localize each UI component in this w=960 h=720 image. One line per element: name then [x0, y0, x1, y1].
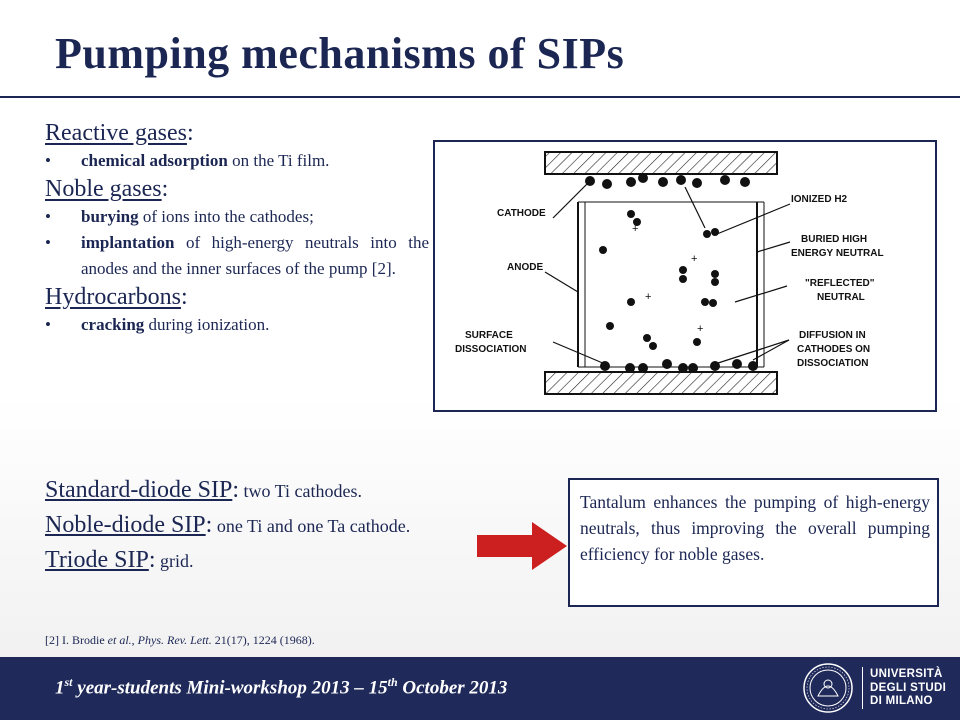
svg-text:+: +	[645, 291, 651, 303]
label-buried-1: BURIED HIGH	[801, 234, 867, 245]
arrow-right-icon	[477, 522, 567, 570]
sip-types: Standard-diode SIP: two Ti cathodes. Nob…	[45, 473, 473, 578]
list-item: chemical adsorption on the Ti film.	[45, 148, 429, 174]
footer-caption: 1st year-students Mini-workshop 2013 – 1…	[55, 675, 508, 699]
reference-citation: [2] I. Brodie et al., Phys. Rev. Lett. 2…	[45, 633, 315, 647]
label-dissociation: DISSOCIATION	[455, 344, 526, 355]
label-surface: SURFACE	[465, 330, 513, 341]
footer-bar: 1st year-students Mini-workshop 2013 – 1…	[0, 657, 960, 720]
section-heading-noble: Noble gases:	[45, 176, 169, 202]
gas-molecules	[585, 173, 758, 373]
list-item: implantation of high-energy neutrals int…	[45, 230, 429, 282]
section-heading-hydrocarbons: Hydrocarbons:	[45, 284, 188, 310]
charge-signs: + + + +	[632, 223, 703, 335]
label-reflected-2: NEUTRAL	[817, 292, 865, 303]
label-buried-2: ENERGY NEUTRAL	[791, 248, 884, 259]
svg-text:+: +	[697, 323, 703, 335]
noble-bullets: burying of ions into the cathodes; impla…	[45, 204, 429, 282]
sip-noble-diode: Noble-diode SIP: one Ti and one Ta catho…	[45, 512, 411, 538]
label-diffusion-1: DIFFUSION IN	[799, 330, 866, 341]
university-seal-icon	[803, 663, 853, 713]
pump-diagram-svg: + + + + CATHODE ANODE SURFACE DISSOCIATION…	[455, 151, 884, 395]
pump-diagram: + + + + CATHODE ANODE SURFACE DISSOCIATION…	[433, 140, 937, 412]
label-ionized: IONIZED H2	[791, 194, 848, 205]
slide-title: Pumping mechanisms of SIPs	[55, 29, 625, 78]
mechanisms-list: Reactive gases: chemical adsorption on t…	[45, 118, 429, 338]
svg-text:+: +	[691, 253, 697, 265]
label-reflected-1: "REFLECTED"	[805, 278, 875, 289]
list-item: burying of ions into the cathodes;	[45, 204, 429, 230]
label-diffusion-2: CATHODES ON	[797, 344, 870, 355]
list-item: cracking during ionization.	[45, 312, 429, 338]
hydrocarbon-bullets: cracking during ionization.	[45, 312, 429, 338]
tantalum-note: Tantalum enhances the pumping of high-en…	[568, 478, 939, 607]
pointer-lines	[544, 183, 791, 365]
sip-triode: Triode SIP: grid.	[45, 547, 194, 573]
university-logo-text: UNIVERSITÀ DEGLI STUDI DI MILANO	[870, 668, 947, 707]
top-cathode-plate	[544, 151, 778, 175]
logo-divider	[862, 667, 863, 709]
label-anode: ANODE	[507, 262, 543, 273]
title-divider	[0, 96, 960, 98]
sip-standard-diode: Standard-diode SIP: two Ti cathodes.	[45, 477, 362, 503]
section-heading-reactive: Reactive gases:	[45, 120, 194, 146]
bottom-cathode-plate	[544, 371, 778, 395]
label-diffusion-3: DISSOCIATION	[797, 358, 868, 369]
svg-text:+: +	[632, 223, 638, 235]
reactive-bullets: chemical adsorption on the Ti film.	[45, 148, 429, 174]
label-cathode: CATHODE	[497, 208, 546, 219]
